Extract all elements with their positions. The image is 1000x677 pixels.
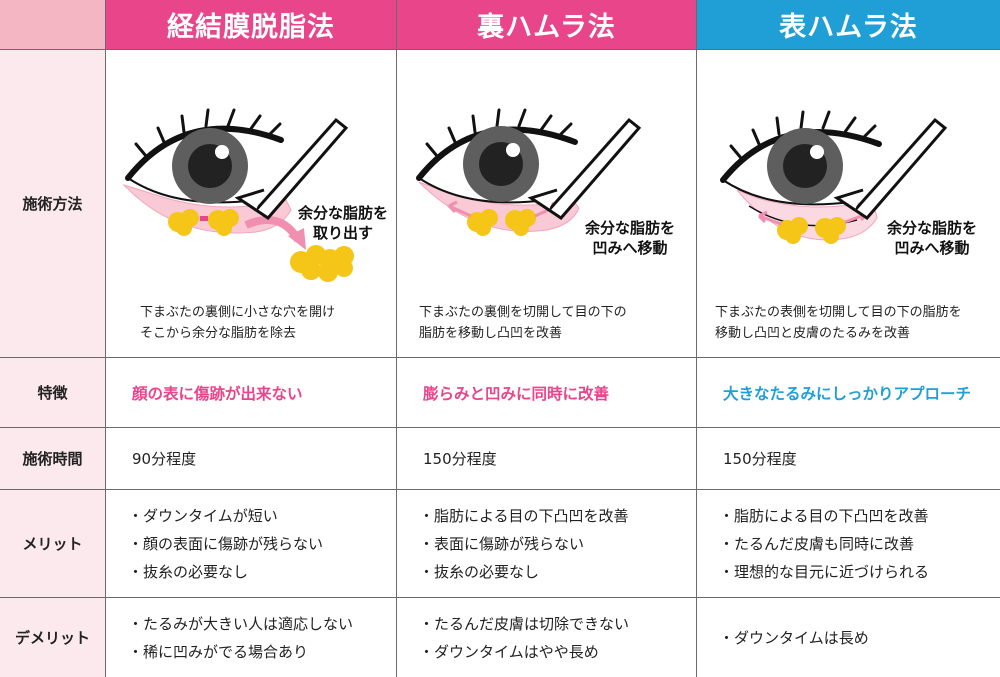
fat-lump-icon: [168, 209, 239, 236]
row-label-demerit-text: デメリット: [14, 629, 90, 647]
scalpel-icon: [833, 117, 948, 220]
time-text-1: 90分程度: [132, 450, 197, 468]
header-corner: [0, 0, 106, 50]
list-item: ・脂肪による目の下凸凹を改善: [419, 506, 629, 525]
header-col-2: 裏ハムラ法: [397, 0, 697, 50]
callout-2: 余分な脂肪を 凹みへ移動: [585, 218, 675, 258]
scalpel-icon: [234, 117, 349, 220]
time-cell-2: 150分程度: [397, 428, 697, 490]
callout-1-line-1: 余分な脂肪を: [298, 204, 389, 222]
merit-cell-2: ・脂肪による目の下凸凹を改善 ・表面に傷跡が残らない ・抜糸の必要なし: [397, 490, 697, 598]
list-item: ・ダウンタイムは長め: [719, 628, 869, 647]
list-item: ・たるんだ皮膚も同時に改善: [719, 534, 915, 553]
header-col-3: 表ハムラ法: [697, 0, 1000, 50]
list-item: ・顔の表面に傷跡が残らない: [128, 534, 324, 553]
callout-2-line-2: 凹みへ移動: [592, 239, 668, 257]
eye-icon: [416, 108, 642, 236]
feature-cell-3: 大きなたるみにしっかりアプローチ: [697, 358, 1000, 428]
list-item: ・抜糸の必要なし: [128, 562, 249, 581]
list-item: ・脂肪による目の下凸凹を改善: [719, 506, 929, 525]
header-col-3-title: 表ハムラ法: [779, 12, 918, 43]
header-col-1-title: 経結膜脱脂法: [167, 12, 335, 43]
eye-icon: [122, 108, 354, 282]
callout-3-line-1: 余分な脂肪を: [887, 219, 978, 237]
list-item: ・稀に凹みがでる場合あり: [128, 642, 309, 661]
merit-cell-3: ・脂肪による目の下凸凹を改善 ・たるんだ皮膚も同時に改善 ・理想的な目元に近づけ…: [697, 490, 1000, 598]
callout-2-line-1: 余分な脂肪を: [585, 219, 676, 237]
list-item: ・たるんだ皮膚は切除できない: [419, 614, 630, 633]
method-desc-3-line-1: 下まぶたの表側を切開して目の下の脂肪を: [715, 305, 962, 320]
row-label-time: 施術時間: [0, 428, 106, 490]
demerit-cell-1: ・たるみが大きい人は適応しない ・稀に凹みがでる場合あり: [106, 598, 397, 677]
feature-cell-2: 膨らみと凹みに同時に改善: [397, 358, 697, 428]
row-label-feature-text: 特徴: [37, 384, 68, 402]
method-desc-2-line-2: 脂肪を移動し凸凹を改善: [419, 326, 563, 341]
row-label-feature: 特徴: [0, 358, 106, 428]
merit-cell-1: ・ダウンタイムが短い ・顔の表面に傷跡が残らない ・抜糸の必要なし: [106, 490, 397, 598]
method-desc-1-line-1: 下まぶたの裏側に小さな穴を開け: [140, 305, 336, 320]
callout-1: 余分な脂肪を 取り出す: [298, 203, 388, 243]
row-label-time-text: 施術時間: [22, 450, 83, 468]
method-desc-3: 下まぶたの表側を切開して目の下の脂肪を 移動し凸凹と皮膚のたるみを改善: [715, 302, 962, 344]
eye-icon: [720, 110, 948, 244]
feature-text-1: 顔の表に傷跡が出来ない: [132, 384, 303, 403]
callout-3-line-2: 凹みへ移動: [894, 239, 970, 257]
fat-lump-icon: [777, 217, 846, 244]
feature-text-3: 大きなたるみにしっかりアプローチ: [723, 384, 972, 403]
method-cell-3: 余分な脂肪を 凹みへ移動 下まぶたの表側を切開して目の下の脂肪を 移動し凸凹と皮…: [697, 50, 1000, 358]
feature-text-2: 膨らみと凹みに同時に改善: [423, 384, 610, 403]
feature-cell-1: 顔の表に傷跡が出来ない: [106, 358, 397, 428]
method-desc-1-line-2: そこから余分な脂肪を除去: [140, 326, 297, 341]
row-label-method: 施術方法: [0, 50, 106, 358]
header-col-2-title: 裏ハムラ法: [477, 12, 616, 43]
method-cell-1: 余分な脂肪を 取り出す 下まぶたの裏側に小さな穴を開け そこから余分な脂肪を除去: [106, 50, 397, 358]
row-label-merit-text: メリット: [22, 535, 83, 553]
method-cell-2: 余分な脂肪を 凹みへ移動 下まぶたの裏側を切開して目の下の 脂肪を移動し凸凹を改…: [397, 50, 697, 358]
scalpel-icon: [527, 117, 642, 220]
time-text-2: 150分程度: [423, 450, 497, 468]
list-item: ・ダウンタイムはやや長め: [419, 642, 599, 661]
list-item: ・表面に傷跡が残らない: [419, 534, 585, 553]
list-item: ・抜糸の必要なし: [419, 562, 540, 581]
list-item: ・ダウンタイムが短い: [128, 506, 278, 525]
method-desc-3-line-2: 移動し凸凹と皮膚のたるみを改善: [715, 326, 911, 341]
demerit-cell-3: ・ダウンタイムは長め: [697, 598, 1000, 677]
method-desc-1: 下まぶたの裏側に小さな穴を開け そこから余分な脂肪を除去: [140, 302, 335, 344]
callout-3: 余分な脂肪を 凹みへ移動: [887, 218, 977, 258]
fat-lump-icon: [467, 209, 536, 236]
time-cell-1: 90分程度: [106, 428, 397, 490]
list-item: ・たるみが大きい人は適応しない: [128, 614, 354, 633]
method-desc-2-line-1: 下まぶたの裏側を切開して目の下の: [419, 305, 627, 320]
header-col-1: 経結膜脱脂法: [106, 0, 397, 50]
demerit-cell-2: ・たるんだ皮膚は切除できない ・ダウンタイムはやや長め: [397, 598, 697, 677]
time-text-3: 150分程度: [723, 450, 797, 468]
method-desc-2: 下まぶたの裏側を切開して目の下の 脂肪を移動し凸凹を改善: [419, 302, 627, 344]
row-label-merit: メリット: [0, 490, 106, 598]
list-item: ・理想的な目元に近づけられる: [719, 562, 930, 581]
row-label-demerit: デメリット: [0, 598, 106, 677]
time-cell-3: 150分程度: [697, 428, 1000, 490]
callout-1-line-2: 取り出す: [313, 224, 374, 242]
row-label-method-text: 施術方法: [22, 195, 83, 213]
